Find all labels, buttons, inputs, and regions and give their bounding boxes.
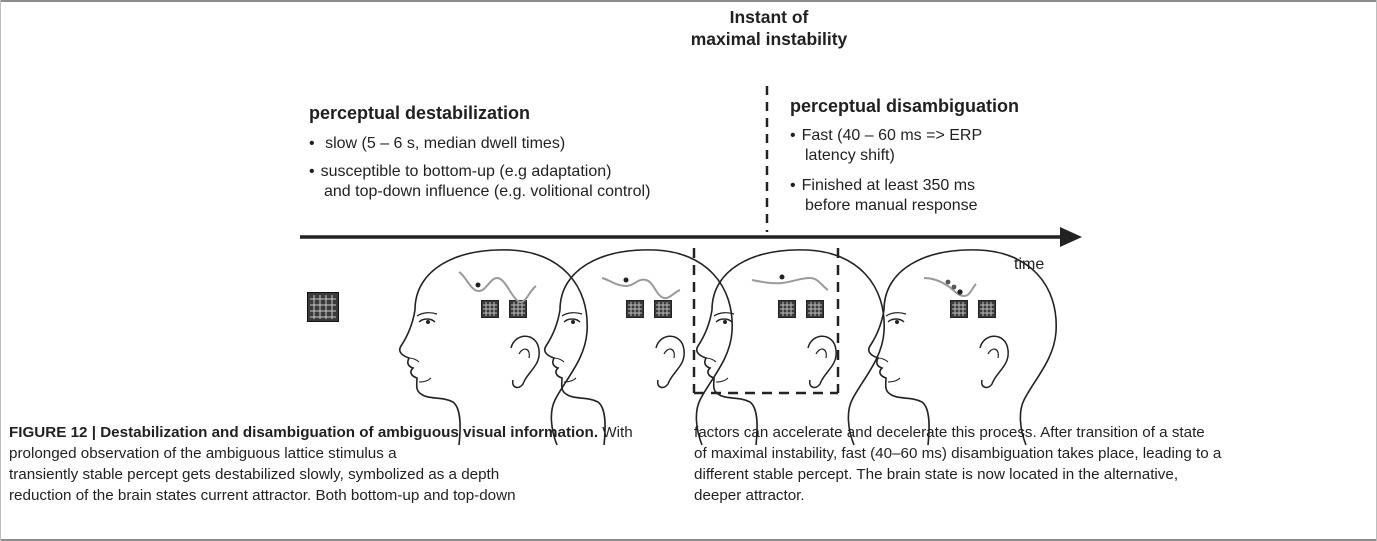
bottom-rule — [0, 539, 1377, 541]
caption-left-column: FIGURE 12 | Destabilization and disambig… — [9, 422, 649, 506]
left-bullet-1-text: slow (5 – 6 s, median dwell times) — [325, 135, 566, 152]
instant-label: Instant of maximal instability — [676, 6, 862, 50]
caption-right-line-3: different stable percept. The brain stat… — [694, 466, 1179, 483]
left-bullet-2-line2: and top-down influence (e.g. volitional … — [324, 183, 651, 200]
ball-icon-4b — [951, 284, 957, 290]
left-heading: perceptual destabilization — [309, 103, 531, 123]
caption-right-line-1: factors can accelerate and decelerate th… — [694, 424, 1205, 441]
attractor-landscape-3 — [751, 276, 829, 291]
caption-left-line-2: transiently stable percept gets destabil… — [9, 466, 500, 483]
time-axis-arrowhead — [1060, 227, 1082, 247]
right-bullet-1-line2: latency shift) — [805, 147, 895, 164]
instant-label-line2: maximal instability — [690, 29, 848, 49]
highlight-box — [692, 248, 840, 395]
ball-icon-4c — [957, 289, 963, 295]
bullet-glyph: • — [309, 135, 315, 152]
top-rule — [0, 0, 1377, 2]
attractor-landscape-4 — [923, 277, 977, 298]
caption-title: Destabilization and disambiguation of am… — [100, 424, 599, 441]
bullet-glyph: • — [790, 177, 796, 194]
figure-number: FIGURE 12 | — [9, 424, 96, 441]
attractor-landscape-2 — [601, 277, 681, 300]
right-bullet-2-line1: Finished at least 350 ms — [801, 177, 976, 194]
right-bullet-1: • Fast (40 – 60 ms => ERP latency shift) — [790, 126, 982, 166]
right-bullet-2-line2: before manual response — [805, 197, 978, 214]
caption-title-line: FIGURE 12 | Destabilization and disambig… — [9, 422, 649, 464]
ball-icon-3 — [779, 274, 785, 280]
right-bullet-2: • Finished at least 350 ms before manual … — [790, 176, 978, 216]
left-bullet-2-line1: susceptible to bottom-up (e.g adaptation… — [320, 163, 612, 180]
attractor-landscape-1 — [458, 271, 537, 303]
ball-icon-2 — [623, 277, 629, 283]
head-icon-3 — [697, 250, 885, 445]
caption-right-line-2: of maximal instability, fast (40–60 ms) … — [694, 445, 1222, 462]
head-icon-4 — [869, 250, 1057, 445]
bullet-glyph: • — [309, 163, 315, 180]
right-heading: perceptual disambiguation — [790, 96, 1020, 116]
left-rule — [0, 0, 1, 541]
instant-label-line1: Instant of — [729, 7, 809, 27]
caption-right-column: factors can accelerate and decelerate th… — [694, 422, 1354, 506]
left-bullet-1: • slow (5 – 6 s, median dwell times) — [309, 134, 565, 154]
bullet-glyph: • — [790, 127, 796, 144]
caption-left-line-3: reduction of the brain states current at… — [9, 487, 516, 504]
lattice-stimulus-icon — [307, 292, 339, 322]
left-bullet-2: • susceptible to bottom-up (e.g adaptatio… — [309, 162, 650, 202]
ball-icon-4a — [945, 279, 951, 285]
caption-left-line-1: With prolonged observation of the ambigu… — [9, 424, 633, 462]
ball-icon-1 — [475, 282, 481, 288]
time-axis-label: time — [1014, 256, 1045, 273]
caption-right-line-4: deeper attractor. — [694, 487, 805, 504]
right-bullet-1-line1: Fast (40 – 60 ms => ERP — [801, 127, 983, 144]
